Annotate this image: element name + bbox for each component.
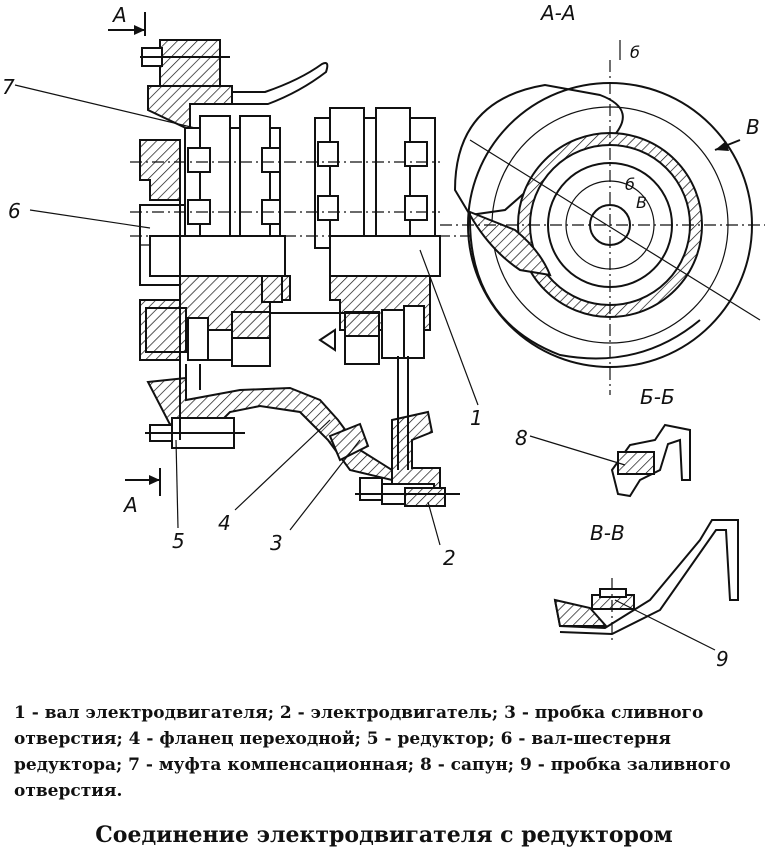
section-b-marker: б — [630, 43, 640, 62]
section-bb-title: Б-Б — [640, 385, 675, 409]
callout-6: 6 — [8, 199, 21, 223]
figure-title: Соединение электродвигателя с редуктором — [95, 822, 673, 848]
parts-legend: 1 - вал электродвигателя; 2 - электродви… — [14, 703, 731, 801]
section-vv-title: В-В — [590, 521, 625, 545]
section-aa-title: А-А — [539, 1, 576, 25]
callout-5: 5 — [172, 529, 185, 553]
section-a-markers: A A — [108, 3, 161, 517]
callout-2: 2 — [443, 546, 456, 570]
section-a-top-label: A — [111, 3, 127, 27]
section-vv-view: В-В — [553, 519, 739, 640]
callout-leaders — [14, 84, 716, 651]
technical-drawing: A A А-А б б В В Б-Б В-В — [2, 1, 765, 671]
section-b-inner-marker: б — [625, 175, 635, 194]
section-bb-view: Б-Б — [610, 385, 691, 498]
section-aa-view: А-А б б В В — [440, 1, 765, 395]
callout-9: 9 — [716, 647, 729, 671]
section-v-inner-marker: В — [636, 193, 647, 212]
callout-4: 4 — [218, 511, 231, 535]
callout-1: 1 — [470, 406, 483, 430]
callout-8: 8 — [515, 426, 528, 450]
section-a-bottom-label: A — [122, 493, 138, 517]
callout-labels: 1 2 3 4 5 6 7 8 9 — [2, 75, 729, 671]
section-v-marker: В — [746, 115, 760, 139]
assembly-section — [130, 39, 470, 507]
callout-3: 3 — [270, 531, 283, 555]
callout-7: 7 — [2, 75, 15, 99]
